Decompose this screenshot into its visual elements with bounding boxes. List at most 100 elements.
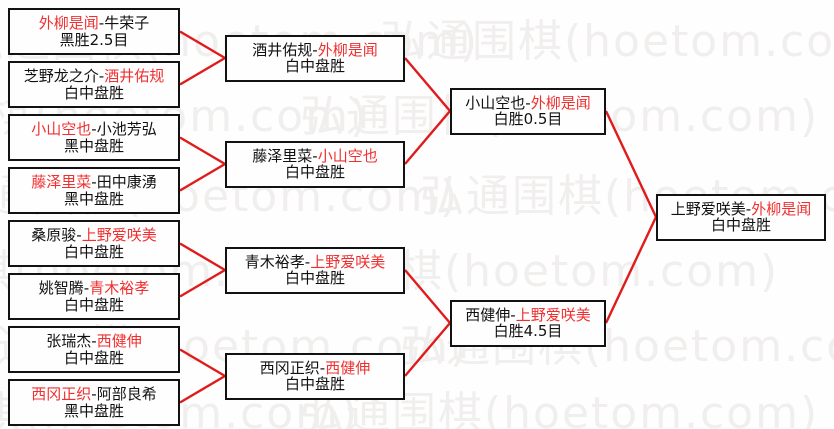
player-right: 上野爱咲美: [515, 305, 591, 324]
player-left: 酒井佑规: [252, 40, 313, 59]
player-right: 外柳是闻: [530, 93, 591, 112]
player-left: 青木裕孝: [244, 252, 305, 271]
connector-line: [179, 162, 226, 192]
connector-line: [604, 216, 658, 324]
match-pairing: 姚智腾-青木裕孝: [39, 280, 149, 296]
player-left: 小山空也: [465, 93, 526, 112]
versus-dash: -: [91, 173, 97, 192]
connector-line: [179, 56, 226, 86]
match-box[interactable]: 西冈正织-西健伸白中盘胜: [225, 352, 405, 400]
match-result: 白中盘胜: [284, 57, 345, 75]
match-pairing: 外柳是闻-牛荣子: [39, 15, 149, 31]
player-right: 上野爱咲美: [310, 252, 386, 271]
player-left: 小山空也: [31, 120, 92, 139]
player-right: 外柳是闻: [751, 199, 812, 218]
player-left: 外柳是闻: [38, 14, 99, 33]
match-result: 白中盘胜: [63, 83, 124, 102]
player-right: 酒井佑规: [104, 67, 165, 86]
versus-dash: -: [91, 385, 97, 404]
versus-dash: -: [98, 14, 105, 33]
match-box[interactable]: 藤泽里菜-小山空也白中盘胜: [225, 140, 405, 188]
match-box[interactable]: 桑原骏-上野爱咲美白中盘胜: [8, 220, 180, 267]
player-left: 上野爱咲美: [670, 199, 746, 218]
connector-line: [404, 110, 451, 165]
connector-line: [179, 136, 226, 166]
match-result: 白中盘胜: [284, 375, 345, 393]
match-result: 黑中盘胜: [63, 401, 124, 420]
match-result: 白胜0.5目: [493, 110, 563, 128]
player-left: 姚智腾: [38, 279, 84, 298]
match-result: 白中盘胜: [63, 348, 124, 367]
player-right: 小山空也: [317, 146, 378, 165]
connector-line: [404, 269, 451, 324]
match-box[interactable]: 小山空也-小池芳弘黑中盘胜: [8, 114, 180, 161]
versus-dash: -: [319, 358, 326, 377]
match-box[interactable]: 外柳是闻-牛荣子黑胜2.5目: [8, 8, 180, 55]
match-result: 黑中盘胜: [63, 136, 124, 155]
connector-line: [404, 57, 451, 112]
player-right: 田中康湧: [96, 173, 157, 192]
connector-line: [179, 242, 226, 272]
versus-dash: -: [312, 40, 318, 59]
match-result: 白中盘胜: [284, 163, 345, 181]
match-box[interactable]: 藤泽里菜-田中康湧黑中盘胜: [8, 167, 180, 214]
player-right: 青木裕孝: [89, 279, 150, 298]
player-left: 桑原骏: [31, 226, 77, 245]
match-result: 白中盘胜: [63, 242, 124, 261]
player-right: 西健伸: [325, 358, 371, 377]
match-pairing: 藤泽里菜-小山空也: [252, 148, 377, 164]
player-left: 张瑞杰: [46, 332, 92, 351]
match-pairing: 西健伸-上野爱咲美: [465, 307, 590, 323]
versus-dash: -: [98, 67, 105, 86]
player-left: 藤泽里菜: [31, 173, 92, 192]
player-right: 上野爱咲美: [81, 226, 157, 245]
player-left: 芝野龙之介: [23, 67, 99, 86]
match-box[interactable]: 西健伸-上野爱咲美白胜4.5目: [450, 299, 606, 347]
connector-line: [179, 374, 226, 404]
match-pairing: 芝野龙之介-酒井佑规: [24, 68, 164, 84]
match-pairing: 桑原骏-上野爱咲美: [31, 227, 156, 243]
versus-dash: -: [312, 146, 318, 165]
player-left: 西冈正织: [259, 358, 320, 377]
match-result: 白胜4.5目: [493, 322, 563, 340]
connector-line: [179, 30, 226, 60]
match-box[interactable]: 张瑞杰-西健伸白中盘胜: [8, 326, 180, 373]
watermark-text: 弘通围棋(hoetom.com): [380, 16, 834, 67]
match-box[interactable]: 姚智腾-青木裕孝白中盘胜: [8, 273, 180, 320]
player-right: 牛荣子: [104, 14, 150, 33]
player-left: 藤泽里菜: [252, 146, 313, 165]
match-result: 黑中盘胜: [63, 189, 124, 208]
versus-dash: -: [76, 226, 82, 245]
versus-dash: -: [510, 305, 516, 324]
versus-dash: -: [745, 199, 752, 218]
match-box[interactable]: 青木裕孝-上野爱咲美白中盘胜: [225, 246, 405, 294]
connector-line: [404, 322, 451, 377]
player-right: 小池芳弘: [96, 120, 157, 139]
match-box[interactable]: 西冈正织-阿部良希黑中盘胜: [8, 379, 180, 426]
connector-line: [179, 348, 226, 378]
connector-line: [179, 268, 226, 298]
match-result: 白中盘胜: [284, 269, 345, 287]
match-pairing: 酒井佑规-外柳是闻: [252, 42, 377, 58]
match-pairing: 小山空也-外柳是闻: [465, 95, 590, 111]
versus-dash: -: [83, 279, 90, 298]
versus-dash: -: [525, 93, 531, 112]
versus-dash: -: [304, 252, 311, 271]
match-result: 白中盘胜: [710, 216, 771, 234]
match-box[interactable]: 酒井佑规-外柳是闻白中盘胜: [225, 34, 405, 82]
versus-dash: -: [91, 120, 97, 139]
connector-line: [604, 110, 658, 218]
player-right: 阿部良希: [96, 385, 157, 404]
match-result: 白中盘胜: [63, 295, 124, 314]
match-result: 黑胜2.5目: [59, 30, 129, 49]
versus-dash: -: [91, 332, 97, 351]
match-box[interactable]: 芝野龙之介-酒井佑规白中盘胜: [8, 61, 180, 108]
match-box[interactable]: 上野爱咲美-外柳是闻白中盘胜: [656, 193, 826, 241]
player-left: 西冈正织: [31, 385, 92, 404]
player-right: 西健伸: [96, 332, 142, 351]
player-right: 外柳是闻: [317, 40, 378, 59]
player-left: 西健伸: [465, 305, 511, 324]
match-box[interactable]: 小山空也-外柳是闻白胜0.5目: [450, 87, 606, 135]
match-pairing: 上野爱咲美-外柳是闻: [671, 201, 811, 217]
